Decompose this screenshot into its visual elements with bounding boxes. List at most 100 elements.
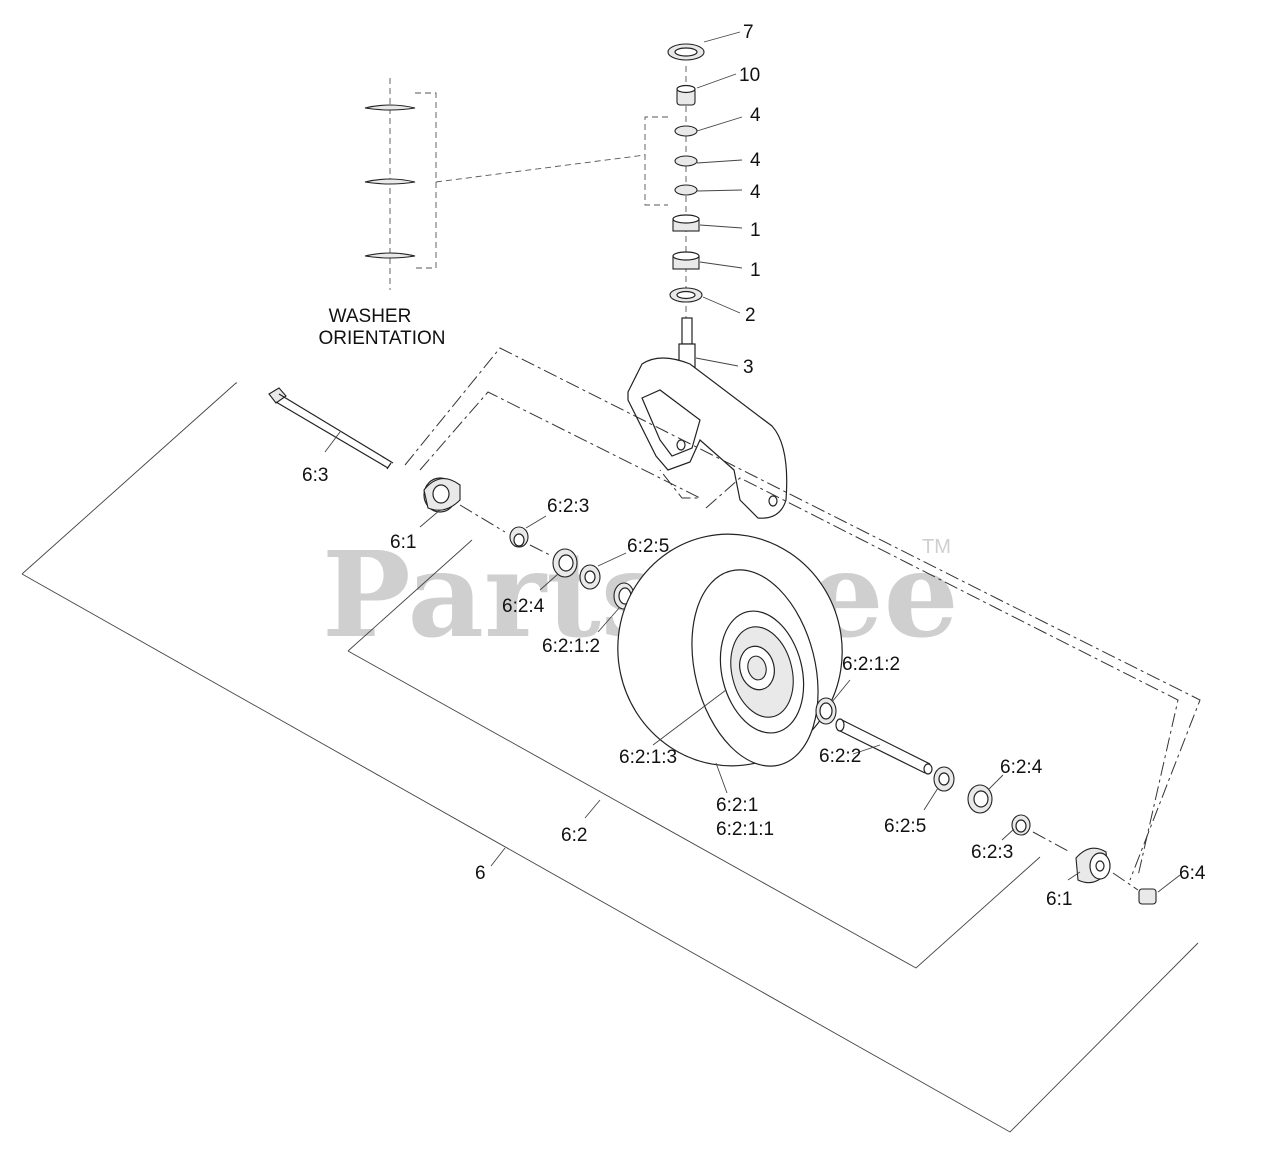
assembly-boundary-inner (705, 477, 1179, 877)
leader-4a (696, 116, 743, 132)
cone-left-bore (584, 570, 596, 584)
leader-61b (1067, 871, 1081, 881)
hub-bore (747, 655, 767, 681)
leader-61a (419, 509, 441, 528)
bearing-1-top (672, 214, 700, 224)
yoke-body (627, 357, 788, 519)
callout-6212a: 6:2:1:2 (542, 636, 600, 657)
right-cone-bearing-part (933, 766, 955, 792)
spacer-tube-part (835, 718, 933, 775)
inset-washer-2 (364, 178, 416, 185)
leader-1a (699, 224, 743, 229)
callout-1a: 1 (750, 220, 761, 241)
bolt-end (386, 462, 392, 470)
inset-washer-1 (364, 104, 416, 111)
callout-625a: 6:2:5 (627, 536, 669, 557)
leader-64 (1157, 874, 1181, 893)
yoke-plate-left (641, 389, 701, 457)
caster-yoke-part (627, 317, 788, 519)
callout-6: 6 (475, 863, 486, 884)
bolt-head (268, 387, 287, 404)
leader-2 (702, 296, 741, 314)
leader-623a (525, 515, 547, 529)
leader-6212a (597, 606, 621, 633)
yoke-hole-left (676, 439, 686, 451)
leader-lines (324, 31, 1181, 893)
yoke-stack (667, 43, 705, 318)
leader-624a (539, 573, 559, 591)
washer-group-bracket (644, 116, 668, 206)
left-bushing-part (509, 526, 529, 548)
callout-6212b: 6:2:1:2 (842, 654, 900, 675)
callout-4a: 4 (750, 105, 761, 126)
callout-623b: 6:2:3 (971, 842, 1013, 863)
callout-62: 6:2 (561, 825, 587, 846)
leader-625b (923, 787, 939, 811)
right-axis-1 (1032, 831, 1069, 852)
washer-orientation-inset: WASHER ORIENTATION (318, 78, 668, 349)
callout-622: 6:2:2 (819, 746, 861, 767)
leader-10 (696, 73, 737, 89)
right-bearing-cup-part (815, 697, 837, 725)
left-axis-1 (459, 504, 506, 533)
callout-10: 10 (739, 65, 760, 86)
yoke-hole-right (768, 495, 778, 507)
callout-7: 7 (743, 22, 754, 43)
watermark-trademark: TM (922, 536, 951, 558)
locknut-top (676, 84, 696, 94)
group-62-top-left (347, 539, 473, 652)
leader-1b (699, 261, 743, 269)
callout-624b: 6:2:4 (1000, 757, 1043, 778)
leader-62 (584, 799, 601, 819)
right-spacer-part (1075, 847, 1111, 884)
axle-nut-part (1138, 888, 1157, 905)
race-inner (676, 290, 696, 300)
yoke-stem-top (681, 317, 693, 345)
leader-6212b (831, 679, 851, 703)
bushing-right-bore (1015, 819, 1027, 833)
leader-623b (1001, 828, 1015, 841)
leader-6213 (652, 689, 727, 746)
assembly-boundary-outer (404, 347, 1201, 881)
left-seal-part (552, 548, 578, 578)
tube-end-right (923, 763, 933, 775)
leader-4b (696, 159, 743, 164)
inset-washer-3 (364, 252, 416, 259)
spacer-left-bore (432, 484, 450, 504)
assembly-boundary-mid (419, 391, 701, 499)
leader-4c (696, 189, 743, 192)
callout-623a: 6:2:3 (547, 496, 589, 517)
leader-63 (324, 431, 341, 453)
leader-625a (597, 552, 627, 567)
bolt-shank-bottom (275, 401, 389, 469)
caption-washer: WASHER (329, 306, 412, 327)
axle-bolt-part (268, 387, 394, 470)
leader-6 (490, 847, 506, 867)
group-6-top-left (21, 382, 237, 575)
callout-6211: 6:2:1:1 (716, 819, 774, 840)
tube-top (841, 719, 931, 765)
right-bushing-part (1011, 814, 1031, 836)
cone-right-bore (938, 772, 950, 786)
bearing-2-top (672, 251, 700, 261)
caption-orientation: ORIENTATION (318, 328, 445, 349)
tube-bottom (837, 729, 926, 774)
callout-61a: 6:1 (390, 532, 416, 553)
callout-4b: 4 (750, 150, 761, 171)
dust-cap-inner (674, 47, 698, 57)
callout-63: 6:3 (302, 465, 328, 486)
callout-621: 6:2:1 (716, 795, 758, 816)
leader-7 (703, 31, 741, 43)
callout-624a: 6:2:4 (502, 596, 545, 617)
wheel-tire-part (617, 533, 843, 767)
spacer-right-bore (1095, 860, 1105, 872)
washer-part-1 (674, 125, 698, 137)
cup-right-bore (819, 702, 833, 720)
left-axis-2 (529, 544, 553, 557)
tube-end-left (835, 718, 845, 732)
callout-3: 3 (743, 357, 754, 378)
bushing-left-bore (513, 533, 525, 547)
callout-6213: 6:2:1:3 (619, 747, 677, 768)
bolt-shank-top (278, 393, 394, 464)
axle-nut (1138, 888, 1157, 905)
